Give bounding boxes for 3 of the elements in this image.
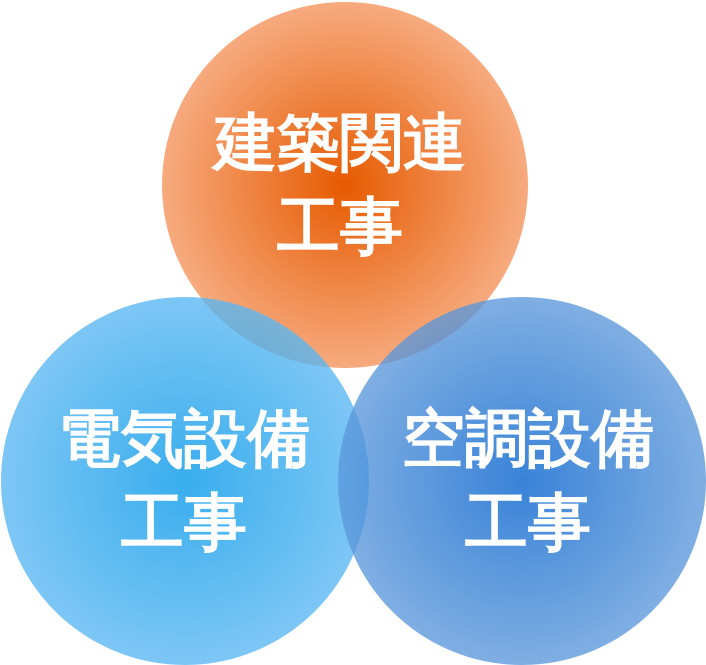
circle-label: 空調設備工事 [401, 401, 655, 561]
circle-label: 電気設備工事 [57, 401, 311, 561]
circle-label: 建築関連工事 [205, 101, 475, 269]
